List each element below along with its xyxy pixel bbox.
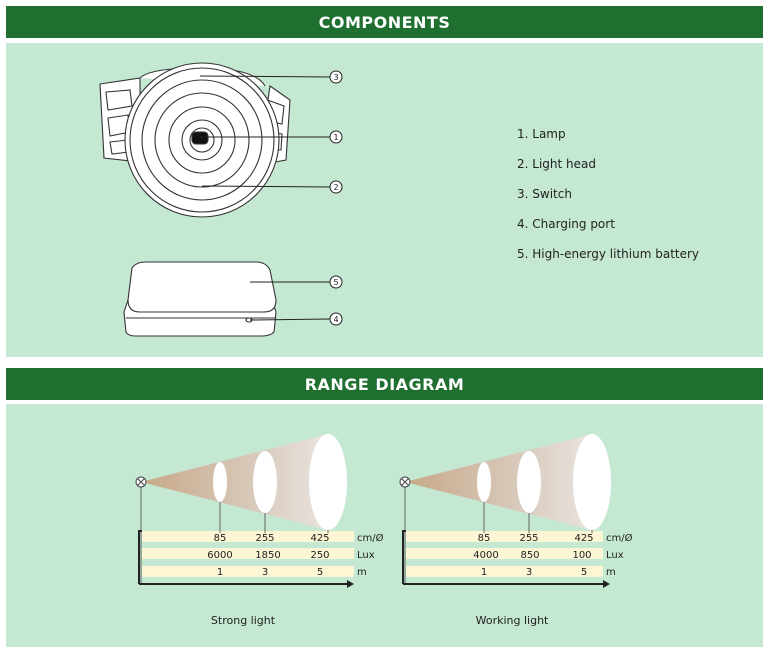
strong-unit-distance: m <box>357 567 367 578</box>
working-band-distance <box>406 566 603 577</box>
working-distance-5: 5 <box>581 567 587 578</box>
callout-marker-1 <box>329 130 343 144</box>
strong-diameter-1: 85 <box>214 533 227 544</box>
callout-marker-5 <box>329 275 343 289</box>
legend-charging-port: 4. Charging port <box>517 217 615 231</box>
working-lux-5: 100 <box>572 550 591 561</box>
callout-number-3: 3 <box>333 73 338 82</box>
strong-distance-1: 1 <box>217 567 223 578</box>
headlamp-front-illustration <box>99 62 291 218</box>
callout-number-4: 4 <box>333 315 338 324</box>
legend-lamp: 1. Lamp <box>517 127 566 141</box>
battery-box-illustration <box>123 261 277 337</box>
working-beam-slice-1 <box>477 462 491 502</box>
working-lux-3: 850 <box>520 550 539 561</box>
callout-number-5: 5 <box>333 278 338 287</box>
working-unit-lux: Lux <box>606 550 624 561</box>
range-header: RANGE DIAGRAM <box>6 368 763 400</box>
legend-switch: 3. Switch <box>517 187 572 201</box>
strong-beam-slice-1 <box>213 462 227 502</box>
components-title: COMPONENTS <box>318 12 451 32</box>
working-light-diagram: 85 255 425 4000 850 100 1 3 5 Working li… <box>399 434 611 627</box>
components-legend: 1. Lamp 2. Light head 3. Switch 4. Charg… <box>517 126 699 276</box>
working-beam-slice-3 <box>517 451 541 513</box>
strong-diameter-3: 255 <box>255 533 274 544</box>
strong-band-lux <box>142 548 354 559</box>
working-band-diameter <box>406 531 603 542</box>
working-band-lux <box>406 548 603 559</box>
range-title: RANGE DIAGRAM <box>304 374 465 394</box>
strong-distance-3: 3 <box>262 567 268 578</box>
strong-diameter-5: 425 <box>310 533 329 544</box>
callout-number-2: 2 <box>333 183 338 192</box>
strong-band-distance <box>142 566 354 577</box>
working-diameter-3: 255 <box>519 533 538 544</box>
strong-unit-lux: Lux <box>357 550 375 561</box>
strong-band-diameter <box>142 531 354 542</box>
strong-beam-slice-5 <box>309 434 347 530</box>
strong-distance-5: 5 <box>317 567 323 578</box>
strong-light-beam <box>141 434 328 530</box>
components-header: COMPONENTS <box>6 6 763 38</box>
working-light-beam <box>405 434 592 530</box>
working-distance-1: 1 <box>481 567 487 578</box>
working-diameter-5: 425 <box>574 533 593 544</box>
working-unit-diameter: cm/Ø <box>606 532 633 544</box>
strong-unit-diameter: cm/Ø <box>357 532 384 544</box>
strong-light-caption: Strong light <box>211 614 276 627</box>
working-light-caption: Working light <box>476 614 549 627</box>
callout-marker-2 <box>329 180 343 194</box>
callout-lines <box>199 75 331 321</box>
legend-battery: 5. High-energy lithium battery <box>517 247 700 261</box>
strong-lux-3: 1850 <box>255 550 280 561</box>
working-diameter-1: 85 <box>478 533 491 544</box>
range-panel <box>6 404 763 647</box>
strong-lux-1: 6000 <box>207 550 232 561</box>
legend-light-head: 2. Light head <box>517 157 596 171</box>
strong-lux-5: 250 <box>310 550 329 561</box>
working-unit-distance: m <box>606 567 616 578</box>
callout-number-1: 1 <box>333 133 338 142</box>
callout-marker-4 <box>329 312 343 326</box>
strong-beam-slice-3 <box>253 451 277 513</box>
working-distance-3: 3 <box>526 567 532 578</box>
strong-light-diagram: 85 255 425 6000 1850 250 1 3 5 Strong li… <box>135 434 354 627</box>
callout-marker-3 <box>329 70 343 84</box>
working-lux-1: 4000 <box>473 550 498 561</box>
working-beam-slice-5 <box>573 434 611 530</box>
